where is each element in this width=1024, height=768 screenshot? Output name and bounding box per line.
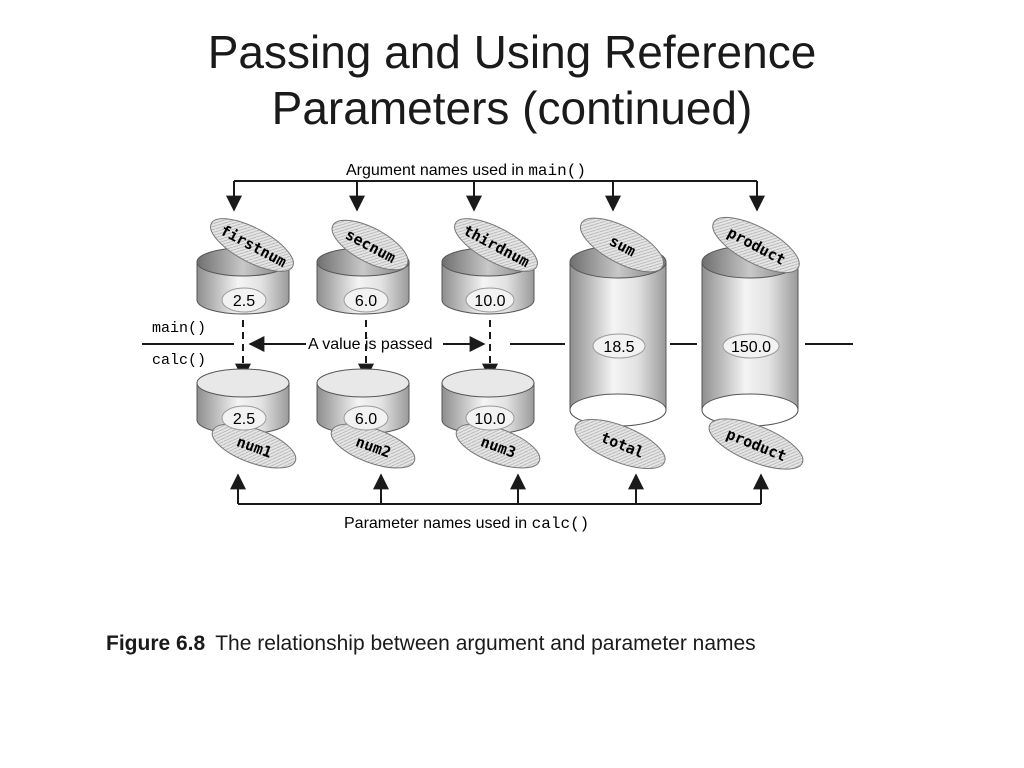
arg-value: 10.0 [474,293,505,310]
ref-value: 18.5 [603,339,634,356]
scope-label-calc: calc() [152,352,206,369]
figure-caption-text: The relationship between argument and pa… [215,632,756,655]
bottom-label: Parameter names used in calc() [344,515,589,533]
param-value: 2.5 [233,411,255,428]
parameter-cylinder-num3: num3 10.0 [441,368,541,469]
arg-value: 2.5 [233,293,255,310]
parameter-cylinder-num2: num2 6.0 [316,368,416,469]
figure-number: Figure 6.8 [106,632,206,655]
reference-cylinder-sum: sum total 18.5 [569,217,667,470]
bottom-bracket [230,473,769,505]
scope-label-main: main() [152,320,206,337]
param-value: 6.0 [355,411,377,428]
reference-cylinder-product: product product 150.0 [701,216,804,470]
ref-value: 150.0 [731,339,771,356]
parameter-cylinder-num1: num1 2.5 [196,368,297,469]
param-value: 10.0 [474,411,505,428]
slide-title: Passing and Using Reference Parameters (… [0,24,1024,136]
pass-arrows [235,320,498,380]
figure-caption: Figure 6.8 The relationship between argum… [106,632,756,656]
value-passed-label: A value is passed [308,336,433,353]
argument-cylinder-thirdnum: thirdnum 10.0 [441,218,538,315]
top-label: Argument names used in main() [346,162,586,180]
argument-cylinder-secnum: secnum 6.0 [316,219,410,315]
top-bracket [226,180,765,212]
arg-value: 6.0 [355,293,377,310]
title-line-2: Parameters (continued) [271,82,753,134]
title-line-1: Passing and Using Reference [207,26,817,78]
argument-cylinder-firstnum: firstnum 2.5 [196,218,294,315]
